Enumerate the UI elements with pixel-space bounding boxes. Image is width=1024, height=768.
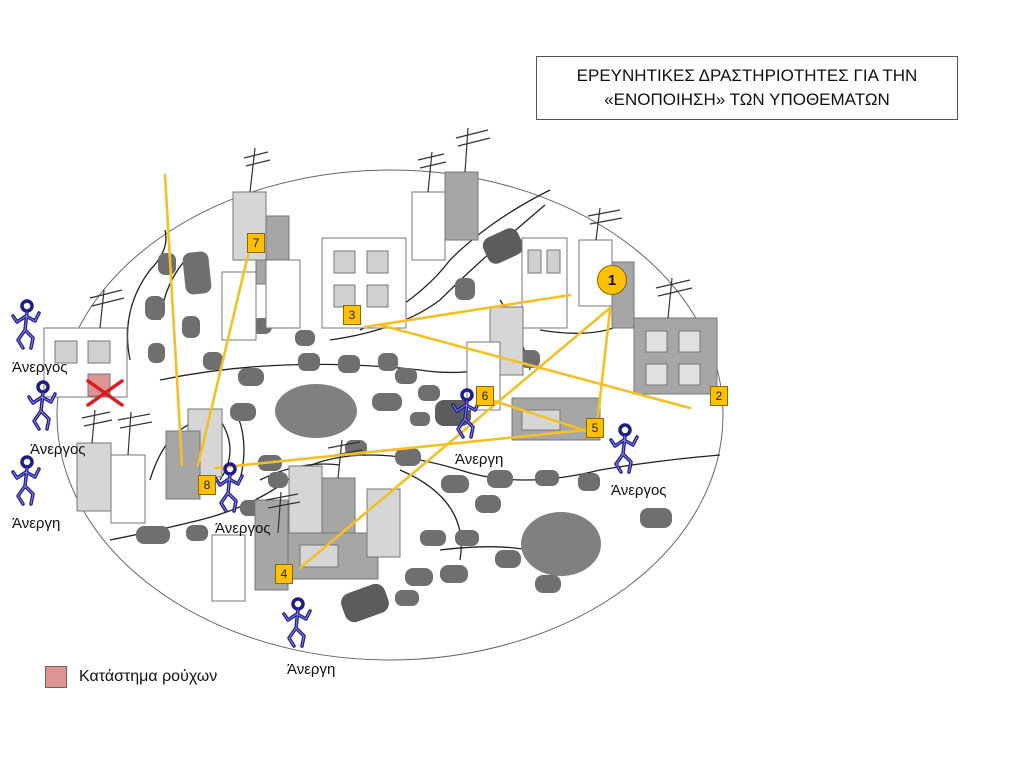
site-marker-5: 5 [586,418,604,438]
title-line-2: «ΕΝΟΠΟΙΗΣΗ» ΤΩΝ ΥΠΟΘΕΜΑΤΩΝ [604,90,890,109]
buildings [43,171,718,602]
site-marker-6: 6 [476,386,494,406]
person-label: Άνεργος [12,359,68,376]
site-marker-1: 1 [597,265,627,295]
title-line-1: ΕΡΕΥΝΗΤΙΚΕΣ ΔΡΑΣΤΗΡΙΟΤΗΤΕΣ ΓΙΑ ΤΗΝ [576,66,918,85]
blob-shapes [136,228,672,623]
person-label: Άνεργος [215,520,271,537]
plaza-oval [521,512,601,576]
site-marker-8: 8 [198,475,216,495]
person-label: Άνεργος [611,482,667,499]
person-label: Άνεργη [287,661,336,678]
cross-icon [86,379,124,407]
person-label: Άνεργη [12,515,61,532]
plaza-oval [275,384,357,438]
person-icon [11,455,41,506]
legend-label: Κατάστημα ρούχων [79,668,218,685]
person-label: Άνεργη [455,451,504,468]
site-marker-4: 4 [275,564,293,584]
site-marker-3: 3 [343,305,361,325]
title-box: ΕΡΕΥΝΗΤΙΚΕΣ ΔΡΑΣΤΗΡΙΟΤΗΤΕΣ ΓΙΑ ΤΗΝ «ΕΝΟΠ… [536,56,958,120]
site-marker-2: 2 [710,386,728,406]
person-label: Άνεργος [30,441,86,458]
antennas [81,127,693,534]
legend: Κατάστημα ρούχων [45,666,217,688]
legend-swatch [45,666,67,688]
route-lines [163,173,692,570]
person-icon [11,299,41,350]
site-marker-7: 7 [247,233,265,253]
